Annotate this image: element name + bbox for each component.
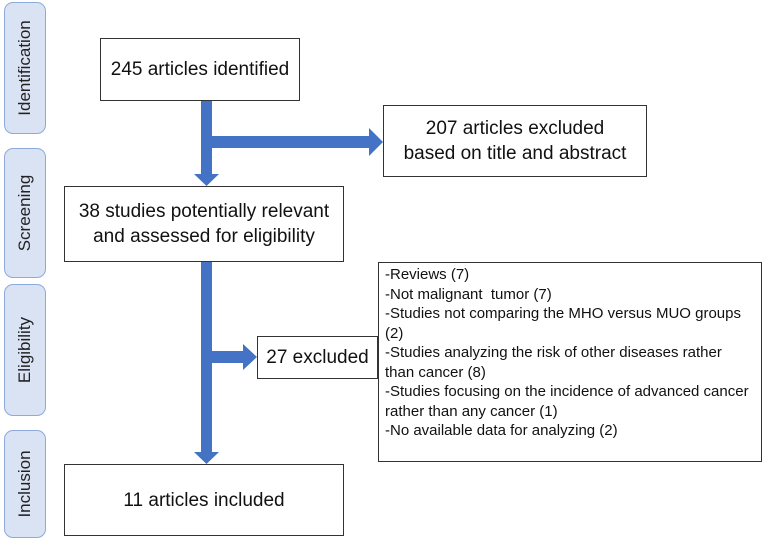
exclusion-reason-item: -No available data for analyzing (2) bbox=[385, 422, 618, 439]
phase-inclusion: Inclusion bbox=[4, 430, 46, 538]
arrow-shaft-to-title-exclusion bbox=[212, 136, 369, 148]
box-articles-identified-text: 245 articles identified bbox=[110, 59, 290, 80]
phase-screening: Screening bbox=[4, 148, 46, 278]
phase-identification: Identification bbox=[4, 2, 46, 134]
box-eligibility-exclusion: 27 excluded bbox=[257, 336, 378, 379]
exclusion-reasons-list: -Reviews (7) -Not malignant tumor (7) -S… bbox=[378, 262, 762, 462]
box-eligibility-exclusion-text: 27 excluded bbox=[266, 347, 369, 368]
box-studies-assessed: 38 studies potentially relevant and asse… bbox=[64, 186, 344, 262]
box-articles-included: 11 articles included bbox=[64, 464, 344, 536]
phase-eligibility: Eligibility bbox=[4, 284, 46, 416]
arrow-shaft-screened-to-included bbox=[201, 262, 212, 452]
exclusion-reason-item: -Studies analyzing the risk of other dis… bbox=[385, 344, 727, 381]
box-articles-identified: 245 articles identified bbox=[100, 38, 300, 101]
exclusion-reason-item: -Studies focusing on the incidence of ad… bbox=[385, 383, 753, 420]
arrow-head-to-included bbox=[194, 452, 219, 464]
exclusion-reason-item: -Not malignant tumor (7) bbox=[385, 285, 552, 303]
box-studies-assessed-text: 38 studies potentially relevant and asse… bbox=[78, 201, 330, 247]
arrow-head-to-eligibility-exclusion bbox=[243, 344, 257, 370]
arrow-shaft-to-eligibility-exclusion bbox=[212, 351, 243, 363]
exclusion-reason-item: -Reviews (7) bbox=[385, 266, 470, 283]
box-title-abstract-exclusion: 207 articles excluded based on title and… bbox=[383, 105, 647, 177]
arrow-shaft-identified-to-screened bbox=[201, 100, 212, 174]
box-title-abstract-exclusion-text: 207 articles excluded based on title and… bbox=[403, 118, 627, 164]
arrow-head-to-screened bbox=[194, 174, 219, 186]
exclusion-reason-item: -Studies not comparing the MHO versus MU… bbox=[385, 305, 746, 342]
arrow-head-to-title-exclusion bbox=[369, 128, 383, 156]
box-articles-included-text: 11 articles included bbox=[123, 489, 285, 511]
